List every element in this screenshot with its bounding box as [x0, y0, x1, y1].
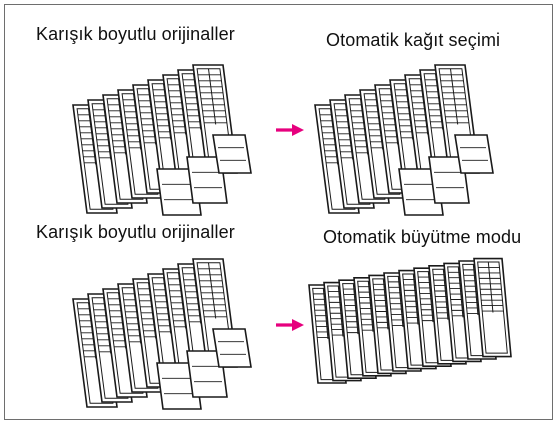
arrow-right-icon — [275, 318, 305, 332]
mixed-originals-stack-icon — [65, 251, 265, 416]
diagram-frame: Karışık boyutlu orijinaller Otomatik kağ… — [4, 4, 553, 420]
paper-selection-output-stack-icon — [307, 57, 507, 222]
mixed-originals-stack-icon — [65, 57, 265, 222]
mixed-originals-label-top: Karışık boyutlu orijinaller — [36, 24, 235, 44]
auto-paper-selection-label: Otomatik kağıt seçimi — [326, 30, 501, 50]
mixed-originals-label-bottom: Karışık boyutlu orijinaller — [36, 222, 235, 242]
auto-enlargement-mode-label: Otomatik büyütme modu — [323, 227, 522, 247]
arrow-right-icon — [275, 123, 305, 137]
enlargement-output-stack-icon — [305, 253, 530, 393]
